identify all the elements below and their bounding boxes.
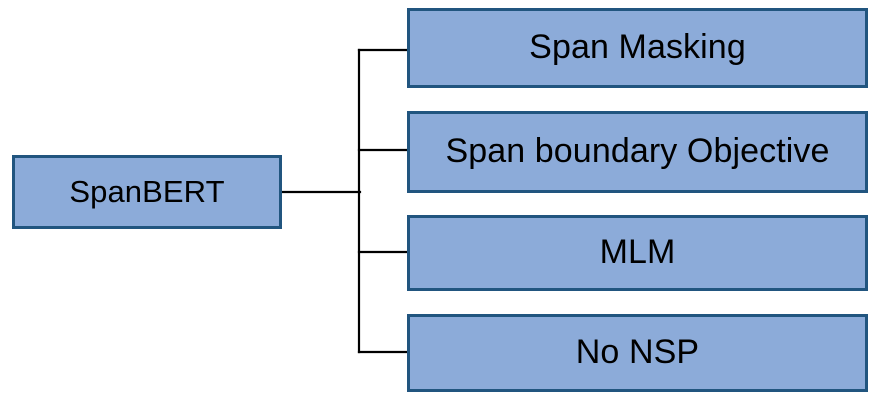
mlm-node[interactable]: MLM bbox=[407, 215, 868, 291]
spanbert-node[interactable]: SpanBERT bbox=[12, 155, 282, 229]
span-masking-node-label: Span Masking bbox=[529, 28, 746, 67]
spanbert-node-label: SpanBERT bbox=[69, 173, 225, 209]
span-masking-node[interactable]: Span Masking bbox=[407, 8, 868, 88]
no-nsp-node-label: No NSP bbox=[575, 333, 700, 372]
mlm-node-label: MLM bbox=[599, 233, 676, 272]
span-boundary-objective-node-label: Span boundary Objective bbox=[445, 132, 830, 171]
no-nsp-node[interactable]: No NSP bbox=[407, 314, 868, 392]
span-boundary-objective-node[interactable]: Span boundary Objective bbox=[407, 111, 868, 193]
